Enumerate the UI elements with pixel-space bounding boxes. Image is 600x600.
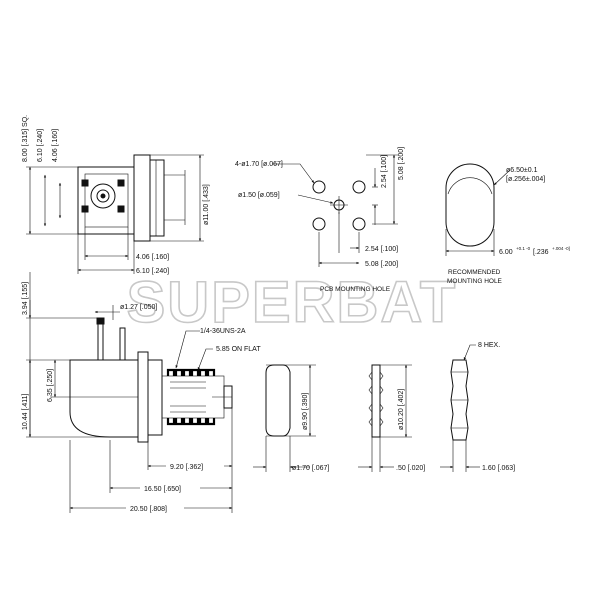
mount-hole-dia-in: [ø.256±.004] [506, 176, 545, 183]
dim-1100: ø11.00 [.433] [203, 184, 210, 225]
pcb-hole [312, 180, 326, 194]
pin [81, 205, 89, 213]
pcb-title: PCB MOUNTING HOLE [320, 286, 391, 293]
side-dim-920: 9.20 [.362] [170, 464, 203, 471]
side-body [69, 359, 139, 438]
threads [166, 368, 216, 426]
watermark: SUPERBAT [127, 270, 458, 335]
pin [117, 205, 125, 213]
pcb-dim-508-h: 5.08 [.200] [365, 261, 398, 268]
side-dim-1650: 16.50 [.650] [144, 486, 181, 493]
lockwasher-dim-050: .50 [.020] [396, 465, 425, 472]
mount-hole-title-2: MOUNTING HOLE [447, 278, 503, 285]
d-hole-outline [445, 163, 495, 247]
pcb-hole [312, 217, 326, 231]
side-dim-394: 3.94 [.155] [22, 282, 29, 315]
mount-hole-flat: 6.00 [499, 249, 513, 256]
dim-610-v: 6.10 [.240] [37, 129, 44, 162]
lockwasher [371, 364, 381, 438]
pcb-holes-4: 4-ø1.70 [ø.067] [235, 161, 283, 168]
lockwasher-view: ø10.20 [.402] .50 [.020] [358, 364, 425, 472]
pin [81, 179, 89, 187]
pcb-center-hole-dim: ø1.50 [ø.059] [238, 192, 280, 199]
recommended-mounting-hole: ø6.50±0.1 [ø.256±.004] 6.00 +0.1 -0 [.23… [445, 163, 570, 285]
pcb-mounting-hole: 4-ø1.70 [ø.067] ø1.50 [ø.059] 2.54 [.100… [235, 147, 405, 293]
side-dim-2050: 20.50 [.808] [130, 506, 167, 513]
dim-406-v: 4.06 [.160] [52, 129, 59, 162]
washer-dim-990: ø9.90 [.390] [302, 393, 309, 430]
mount-hole-dia: ø6.50±0.1 [506, 167, 538, 174]
side-dim-635: 6.35 [.250] [47, 369, 54, 402]
side-pin [97, 319, 104, 361]
nut-view: 8 HEX. 1.60 [.063] [440, 342, 515, 472]
side-flange [137, 351, 149, 443]
top-view: 8.00 [.315] SQ. 6.10 [.240] 4.06 [.160] … [22, 115, 210, 275]
washer-dim-170: ø1.70 [.067] [292, 465, 329, 472]
body-square [77, 166, 135, 235]
mount-hole-title-1: RECOMMENDED [448, 269, 501, 276]
side-thread: 1/4-36UNS-2A [200, 328, 246, 335]
pcb-hole [352, 180, 366, 194]
side-dim-127: ø1.27 [.050] [120, 304, 157, 311]
nut-dim-160: 1.60 [.063] [482, 465, 515, 472]
pcb-hole [352, 217, 366, 231]
dim-610-h: 6.10 [.240] [136, 268, 169, 275]
washer [265, 364, 291, 437]
side-pin [119, 327, 126, 361]
pin [117, 179, 125, 187]
center-contact [90, 183, 116, 209]
mount-hole-flat-in-tol: +.004 -0] [552, 246, 570, 251]
pcb-dim-254-h: 2.54 [.100] [365, 246, 398, 253]
washer-view: ø9.90 [.390] ø1.70 [.067] [253, 364, 329, 472]
dim-406-h: 4.06 [.160] [136, 254, 169, 261]
side-view: ø1.27 [.050] 1/4-36UNS-2A 5.85 ON FLAT 3… [22, 272, 261, 513]
pcb-dim-508-v: 5.08 [.200] [398, 147, 405, 180]
nut-hex: 8 HEX. [478, 342, 500, 349]
side-flat: 5.85 ON FLAT [216, 346, 261, 353]
mount-hole-flat-tol: +0.1 -0 [516, 246, 531, 251]
mount-hole-flat-in: [.236 [533, 249, 549, 256]
dim-8-sq: 8.00 [.315] SQ. [22, 115, 29, 162]
pcb-dim-254-v: 2.54 [.100] [381, 155, 388, 188]
side-dim-1044: 10.44 [.411] [22, 393, 29, 430]
lockwasher-dim-1020: ø10.20 [.402] [398, 389, 405, 430]
flange [133, 154, 151, 242]
